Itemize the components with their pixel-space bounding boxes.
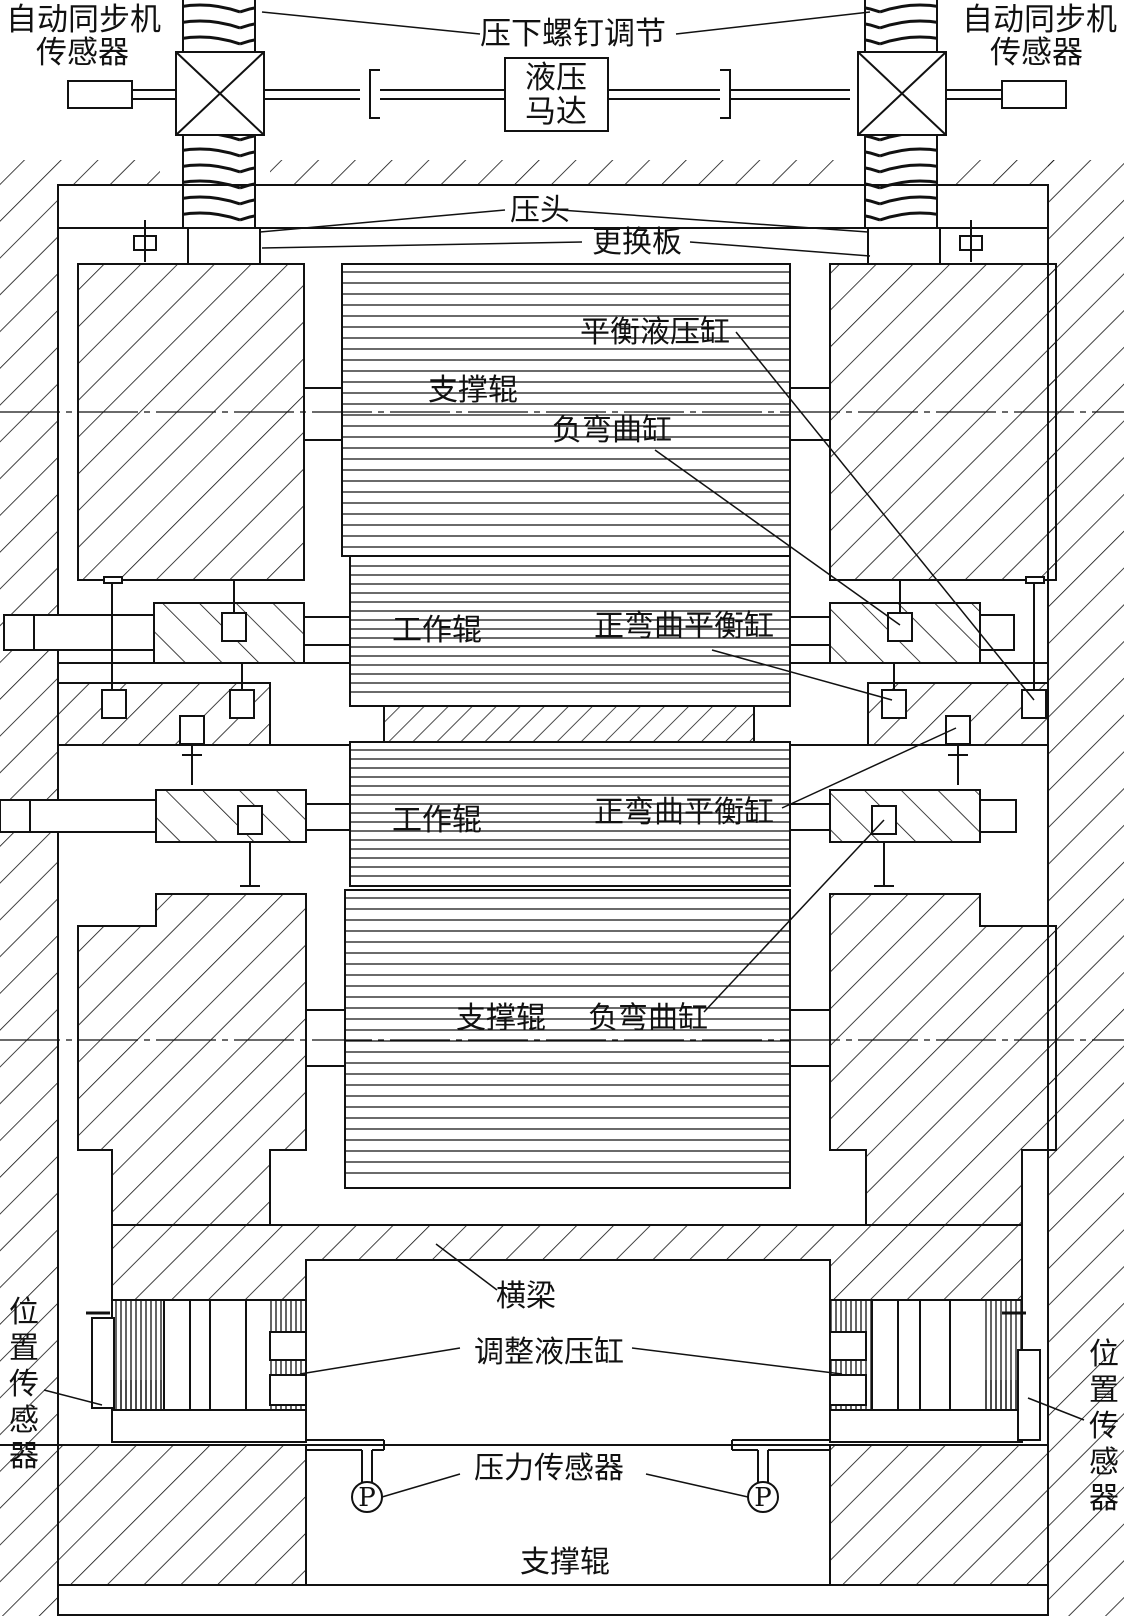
label-backup-roll-mid: 支撑辊 [456, 1001, 546, 1036]
label-sync-sensor-left-1: 自动同步机 [6, 2, 161, 38]
base-left [57, 1444, 307, 1586]
screwdown-mechanism [67, 0, 1067, 265]
label-position-sensor-right-char: 位 [1089, 1337, 1119, 1372]
label-neg-bend-bottom: 负弯曲缸 [588, 1001, 708, 1036]
roll-gap-hatch [383, 705, 755, 743]
lower-backup-roll [344, 889, 791, 1189]
pressure-head-right [867, 227, 941, 265]
position-sensor-left-device [86, 1311, 115, 1409]
label-position-sensor-left-char: 置 [9, 1331, 39, 1366]
label-adjust-cylinder: 调整液压缸 [474, 1335, 624, 1370]
lower-work-chock-right [829, 789, 981, 843]
label-position-sensor-right-char: 器 [1089, 1481, 1119, 1516]
label-work-roll-top: 工作辊 [392, 613, 482, 648]
label-position-sensor-right: 位 置 传 感 器 [1089, 1337, 1119, 1516]
label-pressure-head: 压头 [510, 193, 570, 228]
label-position-sensor-left: 位 置 传 感 器 [9, 1295, 39, 1474]
base-right [829, 1444, 1049, 1586]
position-sensor-right-device [1002, 1311, 1041, 1441]
label-position-sensor-left-char: 位 [9, 1295, 39, 1330]
upper-backup-chock-left [77, 263, 305, 581]
label-position-sensor-left-char: 传 [9, 1367, 39, 1402]
label-neg-bend-top: 负弯曲缸 [552, 413, 672, 448]
label-sync-sensor-right-1: 自动同步机 [962, 2, 1117, 38]
labels: 自动同步机 传感器 自动同步机 传感器 压下螺钉调节 液压 马达 压头 更换板 … [6, 2, 1119, 1580]
lower-work-chock-left [155, 789, 307, 843]
label-backup-roll-top: 支撑辊 [428, 373, 518, 408]
lower-work-roll [349, 741, 791, 887]
upper-work-roll [349, 555, 791, 707]
label-sync-sensor-right-2: 传感器 [990, 35, 1083, 71]
hydraulic-motor [504, 57, 609, 132]
label-position-sensor-right-char: 传 [1089, 1409, 1119, 1444]
lower-backup-chock-right [829, 893, 1057, 1226]
leader-lines [43, 11, 1085, 1498]
label-position-sensor-left-char: 感 [9, 1403, 39, 1438]
label-pos-bend-top: 正弯曲平衡缸 [594, 609, 774, 644]
p-symbol-right: P [754, 1483, 772, 1513]
base-center [305, 1444, 831, 1586]
sync-sensor-left [67, 80, 133, 109]
pressure-sensor-right [731, 1439, 830, 1513]
label-position-sensor-right-char: 感 [1089, 1445, 1119, 1480]
sync-sensor-right [1001, 80, 1067, 109]
adjust-cylinder-right [829, 1299, 1030, 1443]
label-hydraulic-motor-2: 马达 [525, 94, 587, 130]
label-pressure-sensor: 压力传感器 [474, 1451, 624, 1486]
label-pos-bend-bottom: 正弯曲平衡缸 [594, 795, 774, 830]
adjust-cylinder-left [111, 1299, 307, 1443]
label-backup-roll-base: 支撑辊 [520, 1545, 610, 1580]
label-position-sensor-left-char: 器 [9, 1439, 39, 1474]
upper-backup-roll [341, 263, 791, 557]
label-hydraulic-motor-1: 液压 [525, 60, 587, 96]
label-work-roll-bottom: 工作辊 [392, 803, 482, 838]
label-position-sensor-right-char: 置 [1089, 1373, 1119, 1408]
label-screwdown-adjust: 压下螺钉调节 [480, 16, 666, 52]
label-sync-sensor-left-2: 传感器 [36, 35, 129, 71]
p-symbol-left: P [358, 1483, 376, 1513]
label-replace-plate: 更换板 [592, 225, 682, 260]
pressure-sensor-left [306, 1439, 385, 1513]
label-balance-cylinder: 平衡液压缸 [580, 315, 730, 350]
pressure-head-left [187, 227, 261, 265]
upper-backup-chock-right [829, 263, 1057, 581]
label-crossbeam: 横梁 [496, 1279, 556, 1314]
